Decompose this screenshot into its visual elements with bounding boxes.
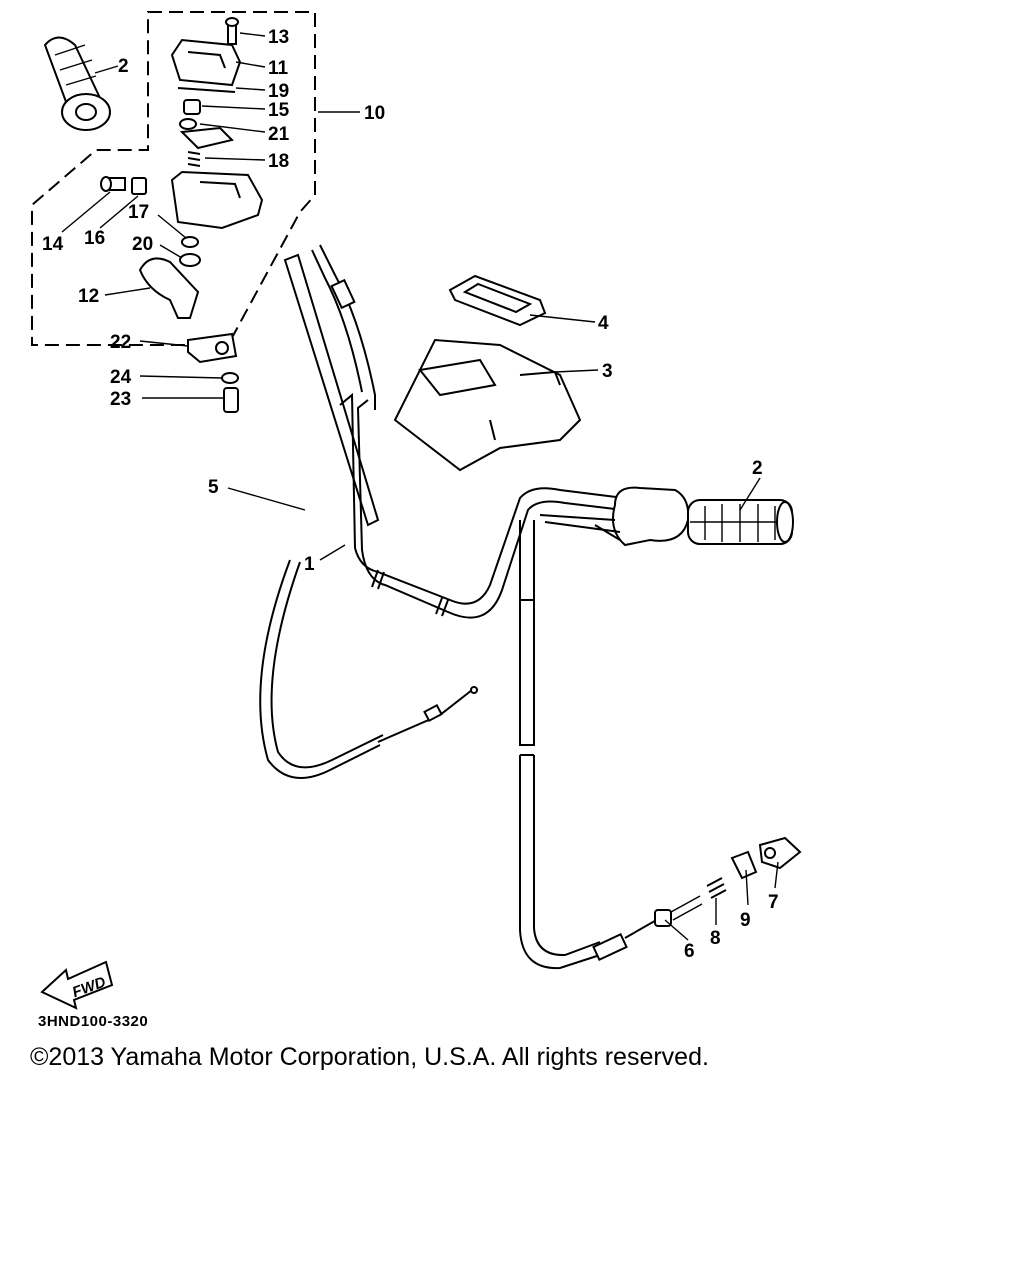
- callout-17: 17: [128, 202, 149, 223]
- leader-lines: [61, 32, 779, 941]
- callout-20: 20: [132, 234, 153, 255]
- handlebar: [339, 392, 641, 619]
- callout-15: 15: [268, 100, 290, 121]
- callout-5: 5: [208, 477, 219, 498]
- callout-3: 3: [602, 361, 613, 382]
- callout-4: 4: [598, 313, 609, 334]
- callout-23: 23: [110, 389, 131, 410]
- adjuster-parts: [706, 836, 802, 899]
- copyright-notice: ©2013 Yamaha Motor Corporation, U.S.A. A…: [30, 1043, 709, 1071]
- callout-16: 16: [84, 228, 105, 249]
- callout-labels: 2 13 11 19 15 10 21 18 17 14 16 20 12 22…: [42, 27, 779, 962]
- left-grip: [43, 36, 111, 131]
- callout-11: 11: [268, 58, 289, 79]
- callout-9: 9: [740, 910, 751, 931]
- callout-2-left: 2: [118, 56, 129, 77]
- assembly-10-outline: [31, 11, 316, 346]
- callout-14: 14: [42, 234, 64, 255]
- right-grip: [687, 499, 794, 545]
- callout-19: 19: [268, 81, 289, 102]
- callout-22: 22: [110, 332, 131, 353]
- callout-2-right: 2: [752, 458, 763, 479]
- throttle-cable: [519, 520, 703, 970]
- callout-13: 13: [268, 27, 289, 48]
- callout-10: 10: [364, 103, 385, 124]
- callout-18: 18: [268, 151, 289, 172]
- diagram-code: 3HND100-3320: [38, 1013, 149, 1030]
- front-cover: [393, 338, 582, 472]
- callout-8: 8: [710, 928, 721, 949]
- throttle-housing: [539, 486, 690, 547]
- callout-12: 12: [78, 286, 99, 307]
- callout-24: 24: [110, 367, 132, 388]
- cover-seal: [448, 274, 547, 327]
- callout-21: 21: [268, 124, 290, 145]
- fwd-arrow-icon: FWD: [40, 960, 114, 1010]
- parts-diagram: FWD 2 13 11 19 15 10 21 18 17 14 16 20 1…: [31, 11, 802, 1010]
- callout-6: 6: [684, 941, 695, 962]
- callout-7: 7: [768, 892, 779, 913]
- brake-cable: [259, 244, 478, 779]
- callout-1: 1: [304, 554, 315, 575]
- switch-assembly: [100, 17, 264, 413]
